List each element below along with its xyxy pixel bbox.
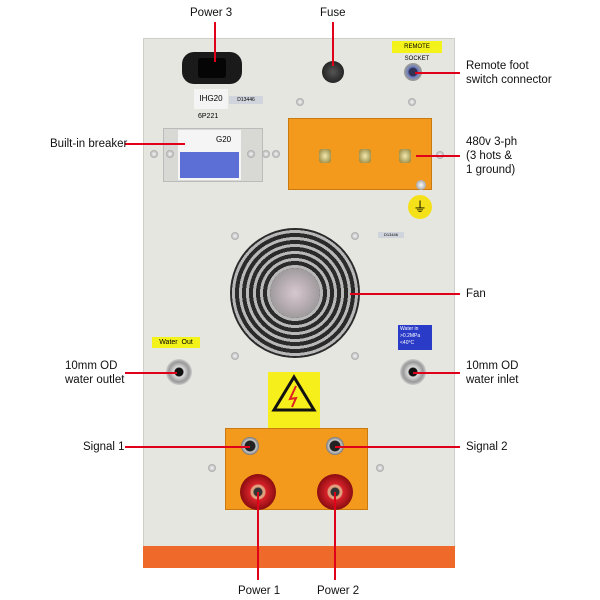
callout-signal-2: Signal 2 [466,441,508,453]
breaker-rating: G20 [216,135,232,144]
callout-fuse: Fuse [320,7,346,19]
callout-power-1: Power 1 [238,585,281,597]
remote-socket-label: REMOTE SOCKET [392,41,442,62]
callout-breaker: Built-in breaker [50,138,128,150]
fan [230,228,360,358]
high-voltage-warning-sign [268,372,320,428]
device-base [143,546,455,568]
callout-power-2: Power 2 [317,585,360,597]
model-label: IHG20 [194,89,228,109]
callout-three-phase: 480v 3-ph(3 hots &1 ground) [466,136,518,176]
fuse-holder [322,61,344,83]
remote-socket-connector [404,63,422,81]
model-tag: D13446 [229,96,263,104]
three-phase-terminal-panel [288,118,432,190]
ground-icon: ⏚ [408,195,432,219]
water-in-label: Water in>0.2MPa<40°C [398,325,432,350]
callout-fan: Fan [466,288,486,300]
circuit-breaker: G20 [178,130,241,180]
breaker-code: 6P221 [198,113,219,120]
fan-tag: D13446 [378,232,404,238]
warning-icon [271,374,317,412]
signal-1-connector [241,437,259,455]
water-out-label: Water Out [152,337,200,348]
callout-signal-1: Signal 1 [83,441,125,453]
callout-power-3: Power 3 [190,7,233,19]
power-socket [182,52,242,84]
